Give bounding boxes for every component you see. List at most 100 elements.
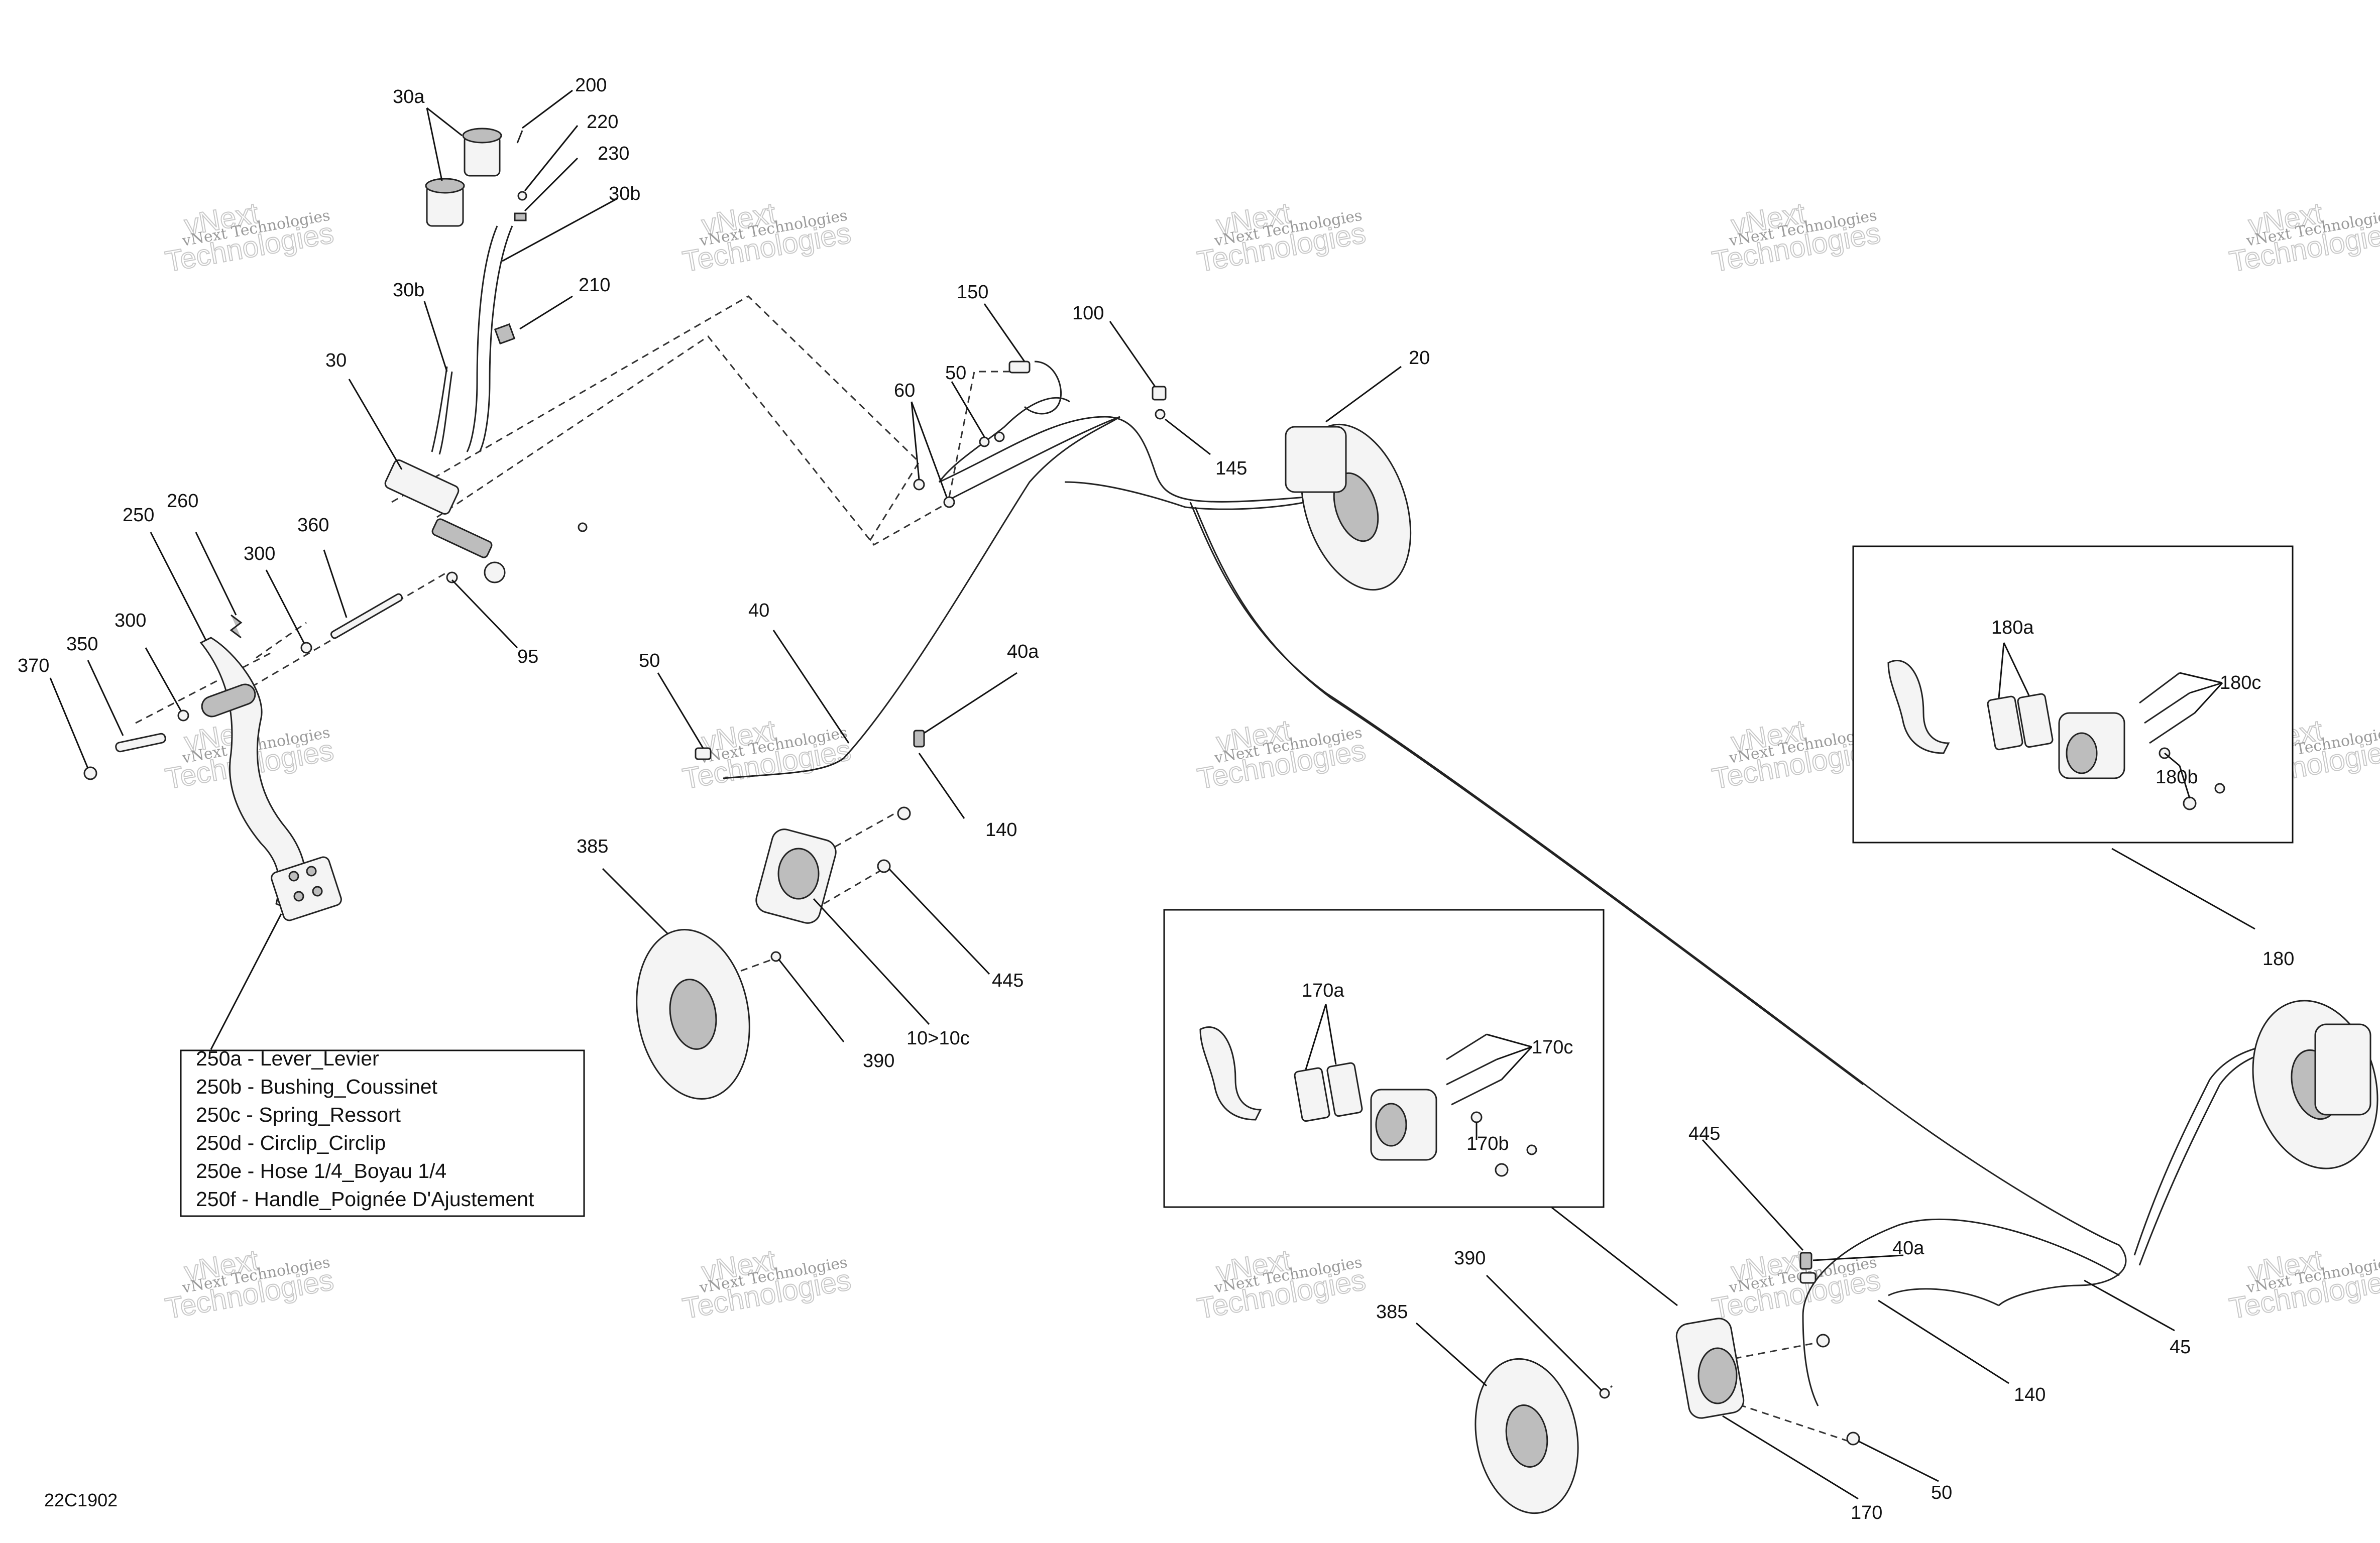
watermark-8: vNext Technologies vNext Technologies xyxy=(1194,714,1369,796)
clamp-210 xyxy=(494,323,516,345)
legend-line-250f: 250f - Handle_Poignée D'Ajustement xyxy=(196,1188,534,1211)
diagram-code: 22C1902 xyxy=(44,1490,118,1510)
watermark-15: vNext Technologies vNext Technologies xyxy=(2226,1243,2380,1326)
watermark-5: vNext Technologies vNext Technologies xyxy=(2226,196,2380,279)
watermark-12: vNext Technologies vNext Technologies xyxy=(679,1243,854,1326)
parts xyxy=(83,128,2378,1514)
callout-390-left: 390 xyxy=(863,1050,894,1072)
legend-line-250c: 250c - Spring_Ressort xyxy=(196,1103,401,1126)
brake-pedal xyxy=(199,637,342,921)
callout-180a: 180a xyxy=(1991,617,2034,638)
callout-30b-left: 30b xyxy=(393,280,424,301)
leader-lines xyxy=(49,89,2255,1500)
grommet-230 xyxy=(514,212,527,221)
reservoir-upper xyxy=(462,128,502,177)
reservoir-lower xyxy=(425,178,465,227)
watermark-2: vNext Technologies vNext Technologies xyxy=(679,196,854,279)
rear-right-disc xyxy=(2252,1000,2378,1169)
clip-140 xyxy=(913,730,925,748)
legend-line-250e: 250e - Hose 1/4_Boyau 1/4 xyxy=(196,1159,446,1182)
rear-left-disc xyxy=(1475,1358,1610,1514)
watermark-11: vNext Technologies vNext Technologies xyxy=(162,1243,336,1326)
callout-200: 200 xyxy=(575,75,607,96)
callout-100: 100 xyxy=(1072,303,1104,324)
spring-260 xyxy=(230,614,243,639)
callout-370: 370 xyxy=(18,655,49,676)
bolt-360 xyxy=(330,593,403,639)
callout-60: 60 xyxy=(894,380,915,401)
watermark-3: vNext Technologies vNext Technologies xyxy=(1194,196,1369,279)
watermark-14: vNext Technologies vNext Technologies xyxy=(1709,1243,1883,1326)
washer-60-a xyxy=(913,479,925,491)
callout-170b: 170b xyxy=(1466,1133,1509,1154)
nut-370 xyxy=(83,766,97,780)
banjo-50-a xyxy=(979,436,990,447)
callout-445-left: 445 xyxy=(992,970,1024,991)
callout-180b: 180b xyxy=(2156,767,2198,788)
callout-385-right: 385 xyxy=(1376,1301,1408,1323)
callout-140-right: 140 xyxy=(2014,1384,2046,1405)
switch-150 xyxy=(1008,361,1031,374)
legend-line-250b: 250b - Bushing_Coussinet xyxy=(196,1075,438,1098)
watermark-4: vNext Technologies vNext Technologies xyxy=(1709,196,1883,279)
callout-180: 180 xyxy=(2262,948,2294,970)
master-cylinder xyxy=(384,459,588,583)
detail-box-180 xyxy=(1852,545,2294,844)
nut-300-lower xyxy=(177,709,189,722)
fitting-50-mid xyxy=(695,747,712,760)
callout-390-right: 390 xyxy=(1454,1248,1486,1269)
pin-350 xyxy=(115,733,166,753)
callout-180c: 180c xyxy=(2220,672,2261,693)
callout-145: 145 xyxy=(1215,458,1247,479)
callout-30b-top: 30b xyxy=(609,183,640,204)
callout-170c: 170c xyxy=(1532,1037,1573,1058)
callout-45: 45 xyxy=(2170,1337,2191,1358)
hose-45 xyxy=(1189,502,2120,1246)
callout-50-mid: 50 xyxy=(639,650,660,671)
rear-left-caliper xyxy=(1675,1252,1860,1446)
callout-220: 220 xyxy=(587,111,618,133)
callout-300-b: 300 xyxy=(115,610,146,631)
callout-150: 150 xyxy=(957,282,988,303)
callout-300-a: 300 xyxy=(244,543,275,564)
watermark-1: vNext Technologies vNext Technologies xyxy=(162,196,336,279)
screw-200 xyxy=(516,130,523,144)
legend-box: 250a - Lever_Levier 250b - Bushing_Couss… xyxy=(180,1047,585,1217)
callout-360: 360 xyxy=(297,515,329,536)
callout-260: 260 xyxy=(167,491,198,512)
washer-145 xyxy=(1155,409,1166,420)
callout-210: 210 xyxy=(579,275,610,296)
washer-220 xyxy=(517,191,527,201)
front-left-disc xyxy=(636,928,781,1100)
callout-20: 20 xyxy=(1409,347,1430,369)
callout-140-mid: 140 xyxy=(985,819,1017,841)
callout-50-top: 50 xyxy=(945,363,966,384)
bracket-100 xyxy=(1152,386,1167,401)
callout-170: 170 xyxy=(1851,1502,1882,1523)
callout-95: 95 xyxy=(517,646,538,667)
callout-30a: 30a xyxy=(393,86,425,107)
callout-30: 30 xyxy=(325,350,347,371)
callout-350: 350 xyxy=(66,634,98,655)
washer-60-b xyxy=(943,496,955,508)
front-right-disc xyxy=(1285,423,1412,591)
legend-line-250d: 250d - Circlip_Circlip xyxy=(196,1131,386,1154)
hose-40a-right xyxy=(1802,1218,2120,1406)
legend-line-250a: 250a - Lever_Levier xyxy=(196,1047,379,1070)
callout-40: 40 xyxy=(748,600,769,621)
callout-170a: 170a xyxy=(1302,980,1344,1001)
callout-50-bottom: 50 xyxy=(1931,1482,1952,1503)
hose-40 xyxy=(723,416,1120,779)
callout-40a-right: 40a xyxy=(1892,1238,1924,1259)
front-left-caliper xyxy=(755,806,911,924)
callout-250: 250 xyxy=(123,505,154,526)
callout-230: 230 xyxy=(598,143,629,164)
callout-445-right: 445 xyxy=(1688,1123,1720,1144)
callout-40a: 40a xyxy=(1007,641,1039,662)
watermark-13: vNext Technologies vNext Technologies xyxy=(1194,1243,1369,1326)
detail-box-170 xyxy=(1163,909,1605,1208)
callout-labels: 30a 200 220 230 30b 30b 210 30 150 100 5… xyxy=(18,75,2294,1523)
callout-10-10c: 10>10c xyxy=(906,1028,970,1049)
banjo-50-b xyxy=(994,431,1005,442)
